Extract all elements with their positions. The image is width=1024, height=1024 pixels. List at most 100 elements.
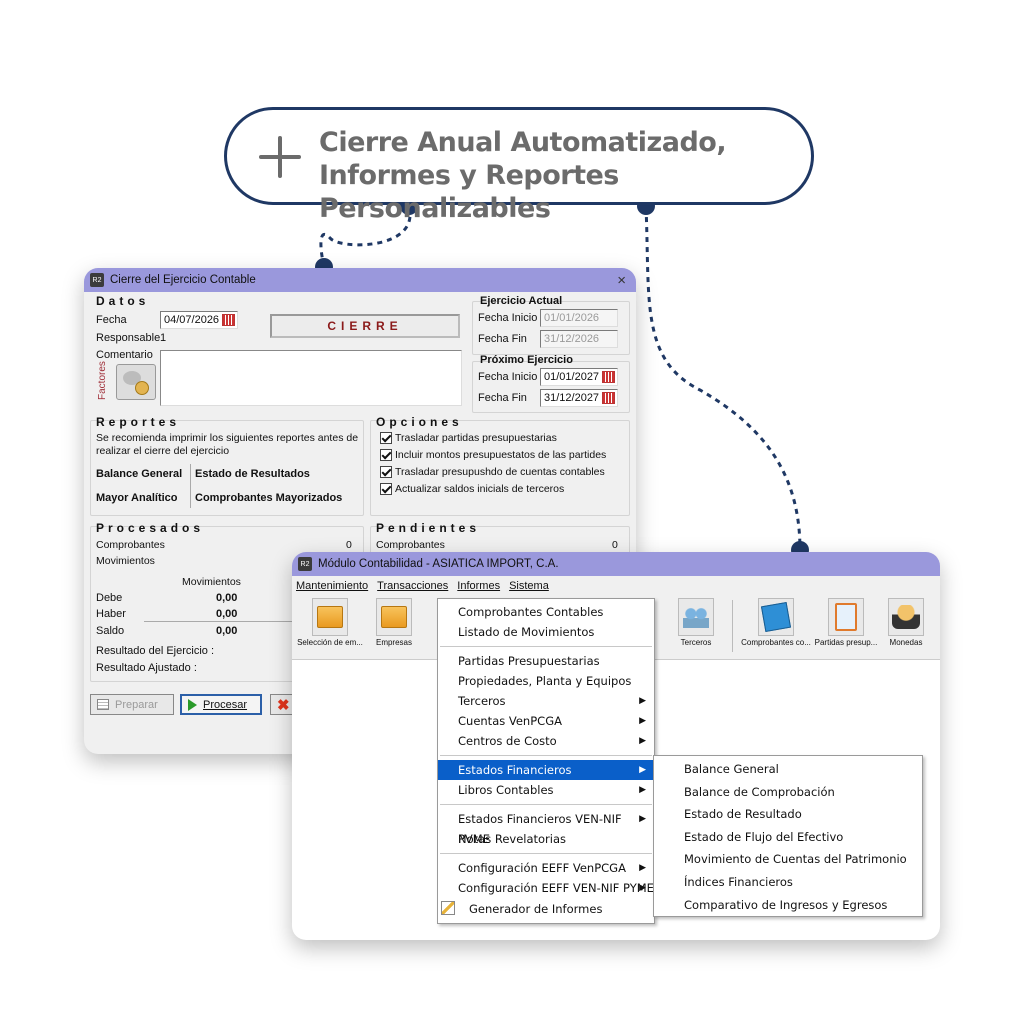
menu-informes[interactable]: Informes	[457, 580, 501, 592]
reporte-balance-general[interactable]: Balance General	[96, 468, 183, 480]
coins-icon	[123, 371, 141, 385]
checkbox-checked-icon[interactable]	[380, 466, 392, 478]
checkbox-checked-icon[interactable]	[380, 432, 392, 444]
menu-transacciones[interactable]: Transacciones	[377, 580, 449, 592]
menu-sistema[interactable]: Sistema	[509, 580, 549, 592]
menu-mantenimiento[interactable]: Mantenimiento	[296, 580, 369, 592]
procesar-button[interactable]: Procesar	[180, 694, 262, 715]
proximo-inicio-value: 01/01/2027	[544, 371, 600, 383]
reportes-divider	[190, 464, 191, 508]
toolbar-terceros[interactable]: Terceros	[660, 598, 732, 647]
datos-title: Datos	[96, 294, 150, 308]
opcion-label-2: Incluir montos presupuestatos de las par…	[395, 449, 607, 461]
close-icon[interactable]: ×	[617, 272, 626, 289]
proximo-inicio-input[interactable]: 01/01/2027	[540, 368, 618, 386]
menu-item-terceros[interactable]: Terceros▶	[438, 691, 654, 711]
cierre-window-title: Cierre del Ejercicio Contable	[110, 274, 256, 286]
pendientes-comprobantes-label: Comprobantes	[376, 539, 445, 551]
informes-menu: Comprobantes Contables Listado de Movimi…	[437, 598, 655, 924]
document-icon	[758, 598, 794, 636]
proximo-fin-label: Fecha Fin	[478, 392, 527, 404]
calendar-icon[interactable]	[602, 371, 615, 383]
checkbox-checked-icon[interactable]	[380, 449, 392, 461]
factores-button[interactable]	[116, 364, 156, 400]
preparar-button[interactable]: Preparar	[90, 694, 174, 715]
actual-fin-input: 31/12/2026	[540, 330, 618, 348]
toolbar-label: Selección de em...	[297, 638, 363, 647]
pendientes-comprobantes-value: 0	[612, 539, 618, 551]
reporte-comprobantes-mayorizados[interactable]: Comprobantes Mayorizados	[195, 492, 343, 504]
menu-item-cuentas-venpcga[interactable]: Cuentas VenPCGA▶	[438, 711, 654, 731]
comentario-textarea[interactable]	[160, 350, 462, 406]
menu-item-comprobantes-contables[interactable]: Comprobantes Contables	[458, 605, 604, 619]
reporte-estado-resultados[interactable]: Estado de Resultados	[195, 468, 310, 480]
procesar-label: Procesar	[203, 698, 248, 711]
toolbar-seleccion-empresa[interactable]: Selección de em...	[294, 598, 366, 647]
cierre-button[interactable]: CIERRE	[270, 314, 460, 338]
preparar-label: Preparar	[115, 698, 158, 711]
fecha-input[interactable]: 04/07/2026	[160, 311, 238, 329]
toolbar-label: Monedas	[889, 638, 923, 647]
opcion-checkbox-4[interactable]: Actualizar saldos inicials de terceros	[380, 483, 564, 495]
proximo-inicio-label: Fecha Inicio	[478, 371, 538, 383]
procesados-comprobantes-value: 0	[346, 539, 352, 551]
calendar-icon[interactable]	[222, 314, 235, 326]
cierre-window: R2 Cierre del Ejercicio Contable × Datos…	[84, 268, 636, 754]
reporte-mayor-analitico[interactable]: Mayor Analítico	[96, 492, 178, 504]
procesados-title: Procesados	[96, 521, 205, 535]
submenu-item-balance-comprobacion[interactable]: Balance de Comprobación	[684, 784, 835, 799]
menu-item-libros-contables[interactable]: Libros Contables▶	[438, 780, 654, 800]
reportes-note-1: Se recomienda imprimir los siguientes re…	[96, 432, 359, 444]
opcion-checkbox-1[interactable]: Trasladar partidas presupuestarias	[380, 432, 557, 444]
submenu-item-flujo-efectivo[interactable]: Estado de Flujo del Efectivo	[684, 829, 844, 844]
submenu-item-balance-general[interactable]: Balance General	[684, 762, 779, 776]
actual-fin-label: Fecha Fin	[478, 333, 527, 345]
opcion-label-3: Trasladar presupushdo de cuentas contabl…	[395, 466, 605, 478]
submenu-item-movimiento-patrimonio[interactable]: Movimiento de Cuentas del Patrimonio	[684, 852, 907, 867]
menu-item-config-eeff-venpcga[interactable]: Configuración EEFF VenPCGA▶	[438, 858, 654, 878]
menu-item-estados-financieros[interactable]: Estados Financieros▶	[438, 760, 654, 780]
submenu-item-indices-financieros[interactable]: Índices Financieros	[684, 874, 793, 889]
menu-separator	[440, 804, 652, 805]
toolbar-label: Terceros	[680, 638, 712, 647]
submenu-arrow-icon: ▶	[639, 736, 646, 746]
opcion-checkbox-3[interactable]: Trasladar presupushdo de cuentas contabl…	[380, 466, 605, 478]
toolbar-comprobantes[interactable]: Comprobantes co...	[740, 598, 812, 647]
toolbar-empresas[interactable]: Empresas	[358, 598, 430, 647]
reportes-group	[90, 420, 364, 516]
submenu-item-estado-resultado[interactable]: Estado de Resultado	[684, 807, 802, 822]
proximo-fin-input[interactable]: 31/12/2027	[540, 389, 618, 407]
banner-text: Cierre Anual Automatizado, Informes y Re…	[319, 126, 811, 225]
opcion-checkbox-2[interactable]: Incluir montos presupuestatos de las par…	[380, 449, 606, 461]
toolbar-monedas[interactable]: Monedas	[870, 598, 940, 647]
procesados-movimientos-label: Movimientos	[96, 555, 155, 567]
menu-item-propiedades-planta[interactable]: Propiedades, Planta y Equipos	[458, 674, 632, 688]
menu-item-config-eeff-ven-nif[interactable]: Configuración EEFF VEN-NIF PYME▶	[438, 878, 654, 898]
opciones-group	[370, 420, 630, 516]
menu-item-generador-informes[interactable]: Generador de Informes	[438, 898, 654, 920]
play-icon	[188, 698, 197, 711]
submenu-item-comparativo-ingresos[interactable]: Comparativo de Ingresos y Egresos	[684, 897, 888, 912]
ejercicio-actual-title: Ejercicio Actual	[480, 295, 563, 307]
menubar: Mantenimiento Transacciones Informes Sis…	[292, 576, 940, 596]
toolbar-partidas[interactable]: Partidas presup...	[810, 598, 882, 647]
submenu-arrow-icon: ▶	[639, 716, 646, 726]
menu-item-listado-movimientos[interactable]: Listado de Movimientos	[458, 625, 595, 639]
folder-icon	[376, 598, 412, 636]
checkbox-checked-icon[interactable]	[380, 483, 392, 495]
fecha-label: Fecha	[96, 314, 127, 326]
pendientes-title: Pendientes	[376, 521, 481, 535]
saldo-value: 0,00	[216, 625, 238, 637]
toolbar-label: Empresas	[375, 638, 412, 647]
calendar-icon[interactable]	[602, 392, 615, 404]
plus-icon	[259, 136, 301, 178]
proximo-ejercicio-group	[472, 361, 630, 413]
app-icon: R2	[298, 557, 312, 571]
menu-item-estados-financieros-ven-nif[interactable]: Estados Financieros VEN-NIF PVME▶	[438, 809, 654, 846]
menu-item-notas-revelatorias[interactable]: Notas Revelatorias	[458, 832, 567, 846]
toolbar-separator	[732, 600, 733, 652]
app-icon: R2	[90, 273, 104, 287]
estados-financieros-submenu: Balance General Balance de Comprobación …	[653, 755, 923, 917]
menu-item-partidas-presupuestarias[interactable]: Partidas Presupuestarias	[458, 654, 600, 668]
menu-item-centros-costo[interactable]: Centros de Costo▶	[438, 731, 654, 751]
